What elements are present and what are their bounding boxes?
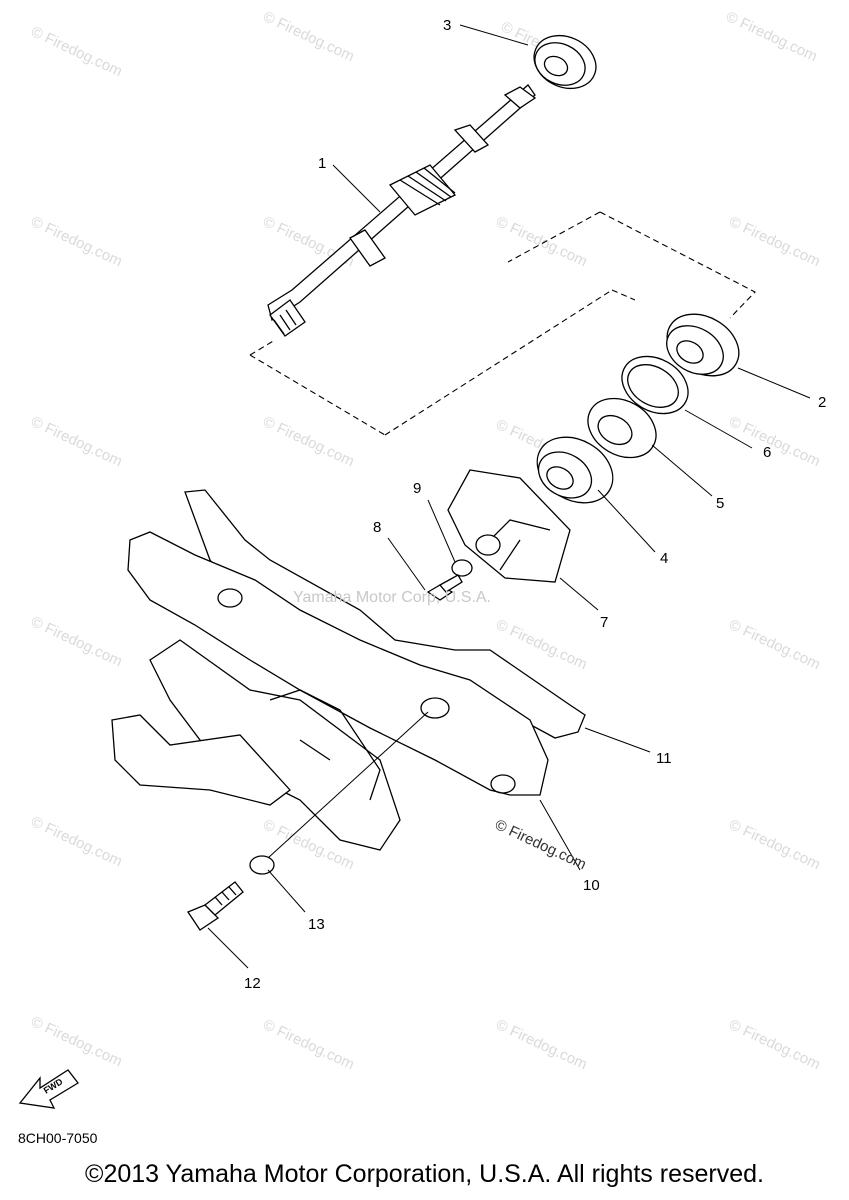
watermark: © Firedog.com bbox=[260, 413, 357, 470]
watermark: © Firedog.com bbox=[493, 213, 590, 270]
watermark: © Firedog.com bbox=[493, 616, 590, 673]
top-bearing bbox=[533, 34, 597, 90]
watermark: © Firedog.com bbox=[493, 1016, 590, 1073]
callout-1: 1 bbox=[318, 155, 326, 172]
watermark: © Firedog.com bbox=[28, 613, 125, 670]
pump-housing bbox=[111, 531, 549, 851]
callout-13: 13 bbox=[308, 916, 325, 933]
callout-12: 12 bbox=[244, 975, 261, 992]
circlip bbox=[621, 355, 689, 415]
assembly-outline bbox=[249, 211, 756, 436]
watermark: © Firedog.com bbox=[28, 1013, 125, 1070]
dark-watermark: © Firedog.com bbox=[492, 816, 589, 873]
callout-10: 10 bbox=[583, 877, 600, 894]
diagram-code: 8CH00-7050 bbox=[18, 1130, 98, 1146]
washer-13 bbox=[249, 855, 275, 875]
watermark: © Firedog.com bbox=[260, 8, 357, 65]
center-watermark: Yamaha Motor Corp, U.S.A. bbox=[293, 589, 491, 606]
callout-3: 3 bbox=[443, 17, 451, 34]
copyright-notice: ©2013 Yamaha Motor Corporation, U.S.A. A… bbox=[85, 1160, 764, 1188]
callouts: 1 2 3 4 5 6 7 8 9 10 11 12 13 bbox=[244, 17, 826, 992]
callout-5: 5 bbox=[716, 495, 724, 512]
callout-7: 7 bbox=[600, 614, 608, 631]
watermark: © Firedog.com bbox=[28, 813, 125, 870]
watermark: © Firedog.com bbox=[726, 616, 823, 673]
callout-6: 6 bbox=[763, 444, 771, 461]
callout-11: 11 bbox=[656, 750, 672, 767]
callout-9: 9 bbox=[413, 480, 421, 497]
bearing-2 bbox=[666, 313, 740, 377]
callout-8: 8 bbox=[373, 519, 381, 536]
fwd-arrow-icon: FWD bbox=[18, 1069, 79, 1109]
bolt-8 bbox=[426, 574, 463, 601]
watermark: © Firedog.com bbox=[28, 413, 125, 470]
callout-2: 2 bbox=[818, 394, 826, 411]
bolt-12 bbox=[187, 881, 244, 931]
watermark: © Firedog.com bbox=[726, 213, 823, 270]
watermark: © Firedog.com bbox=[726, 1016, 823, 1073]
leader-lines bbox=[207, 24, 811, 969]
watermark: © Firedog.com bbox=[723, 8, 820, 65]
shaft bbox=[267, 84, 537, 337]
washer-9 bbox=[451, 559, 473, 577]
watermark: © Firedog.com bbox=[28, 23, 125, 80]
impeller bbox=[447, 469, 571, 583]
watermark: © Firedog.com bbox=[28, 213, 125, 270]
watermark: © Firedog.com bbox=[726, 816, 823, 873]
callout-4: 4 bbox=[660, 550, 668, 567]
watermark: © Firedog.com bbox=[260, 1016, 357, 1073]
mechanical-seal bbox=[536, 436, 614, 504]
